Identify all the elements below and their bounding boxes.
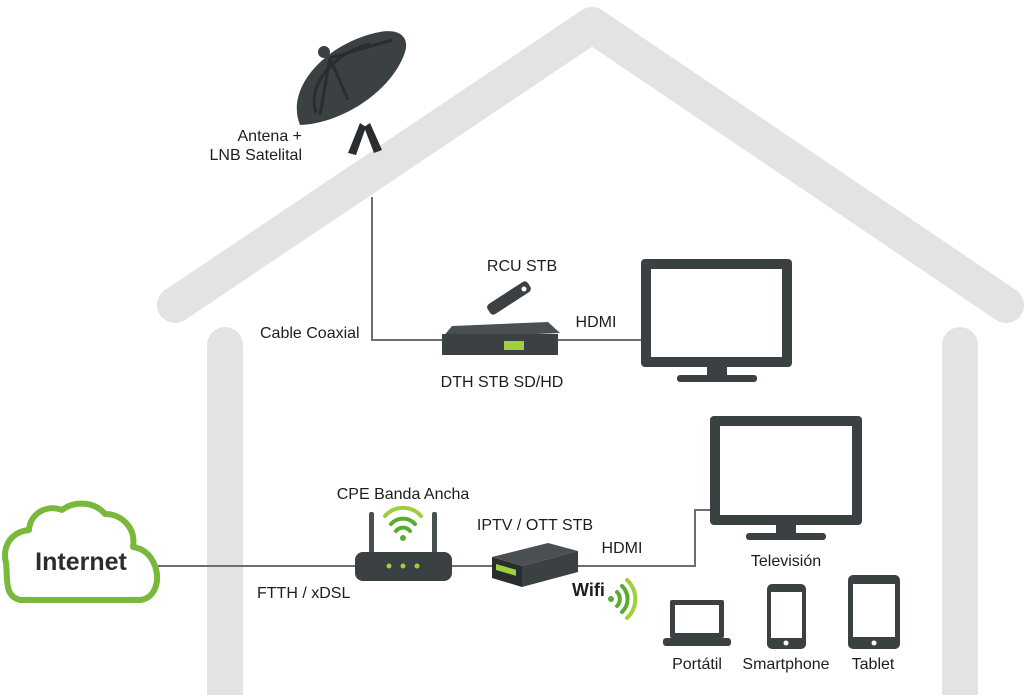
- wifi-icon: [608, 578, 638, 620]
- dth-set-top-box-icon: [442, 322, 560, 355]
- cable-coaxial-label: Cable Coaxial: [260, 325, 360, 342]
- iptv-set-top-box-icon: [492, 543, 578, 587]
- dth-stb-label: DTH STB SD/HD: [440, 374, 564, 391]
- cpe-label: CPE Banda Ancha: [336, 486, 470, 503]
- rcu-label: RCU STB: [486, 258, 558, 275]
- house-roof: [157, 7, 1024, 323]
- house-outline: [157, 7, 1024, 695]
- smartphone-icon: [767, 584, 806, 649]
- portatil-label: Portátil: [672, 656, 722, 673]
- television-label: Televisión: [750, 553, 822, 570]
- television-top-icon: [641, 259, 792, 382]
- remote-control-icon: [487, 281, 531, 315]
- iptv-stb-label: IPTV / OTT STB: [476, 517, 594, 534]
- ftth-label: FTTH / xDSL: [257, 585, 351, 602]
- antena-label-line1: Antena +: [237, 128, 303, 145]
- coaxial-cable-line: [371, 197, 442, 341]
- satellite-dish-icon: [296, 31, 407, 155]
- television-bottom-icon: [710, 416, 862, 540]
- hdmi-top-label: HDMI: [575, 314, 617, 331]
- router-icon: [355, 505, 452, 581]
- antena-label-line2: LNB Satelital: [209, 147, 303, 165]
- hdmi-bottom-label: HDMI: [601, 540, 643, 557]
- antena-label: Antena + LNB Satelital: [210, 127, 303, 165]
- tablet-label: Tablet: [851, 656, 895, 673]
- smartphone-label: Smartphone: [742, 656, 830, 673]
- cables: [158, 197, 712, 567]
- hdmi-bottom-line: [575, 509, 712, 567]
- wifi-label: Wifi: [572, 580, 605, 600]
- cloud-icon: [2, 500, 161, 603]
- tablet-icon: [848, 575, 900, 649]
- laptop-icon: [663, 600, 731, 646]
- internet-label: Internet: [35, 548, 127, 576]
